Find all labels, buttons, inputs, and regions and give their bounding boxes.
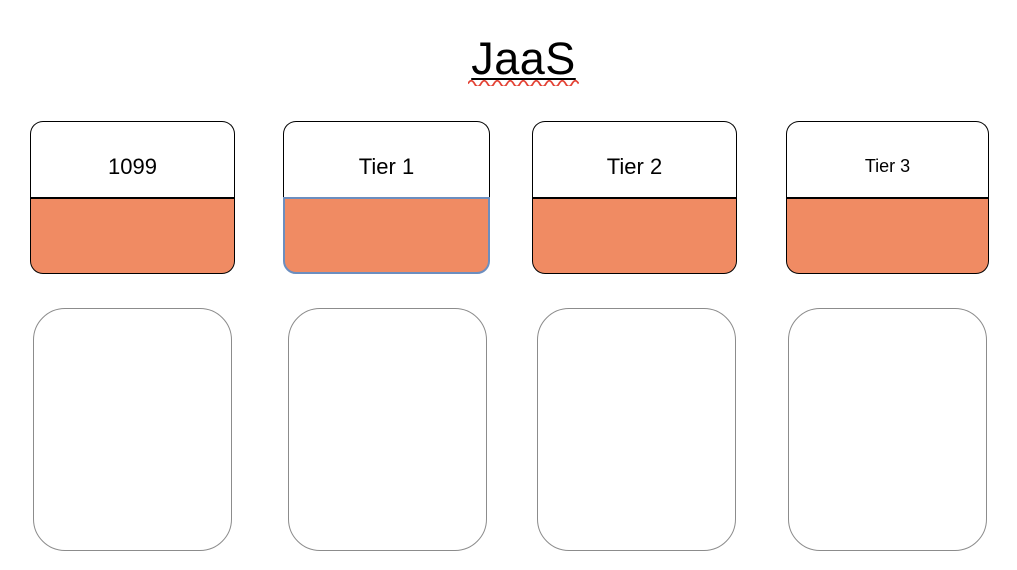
tier-card-label: Tier 2	[606, 153, 663, 179]
tier-card-label: Tier 1	[358, 153, 415, 179]
tier-card-tier3[interactable]: Tier 3	[786, 121, 989, 274]
spellcheck-squiggle-underline	[468, 79, 579, 86]
empty-card-3[interactable]	[537, 308, 736, 551]
empty-card-4[interactable]	[788, 308, 987, 551]
tier-card-tier2-orange-block[interactable]	[532, 197, 737, 274]
title-area: JaaS	[0, 33, 1017, 86]
tier-card-label: 1099	[108, 153, 157, 179]
tier-card-label: Tier 3	[864, 156, 911, 176]
tier-card-1099-header: 1099	[30, 121, 235, 197]
tier-card-tier3-header: Tier 3	[786, 121, 989, 197]
tier-card-tier2[interactable]: Tier 2	[532, 121, 737, 274]
tier-card-tier1[interactable]: Tier 1	[283, 121, 490, 274]
page-title-text: JaaS	[471, 33, 576, 84]
tier-card-tier1-header: Tier 1	[283, 121, 490, 197]
tier-card-1099[interactable]: 1099	[30, 121, 235, 274]
tier-card-tier2-header: Tier 2	[532, 121, 737, 197]
empty-card-1[interactable]	[33, 308, 232, 551]
tier-card-tier1-orange-block-selected[interactable]	[283, 197, 490, 274]
tier-card-tier3-orange-block[interactable]	[786, 197, 989, 274]
page-title[interactable]: JaaS	[468, 33, 579, 86]
tier-card-1099-orange-block[interactable]	[30, 197, 235, 274]
empty-card-2[interactable]	[288, 308, 487, 551]
